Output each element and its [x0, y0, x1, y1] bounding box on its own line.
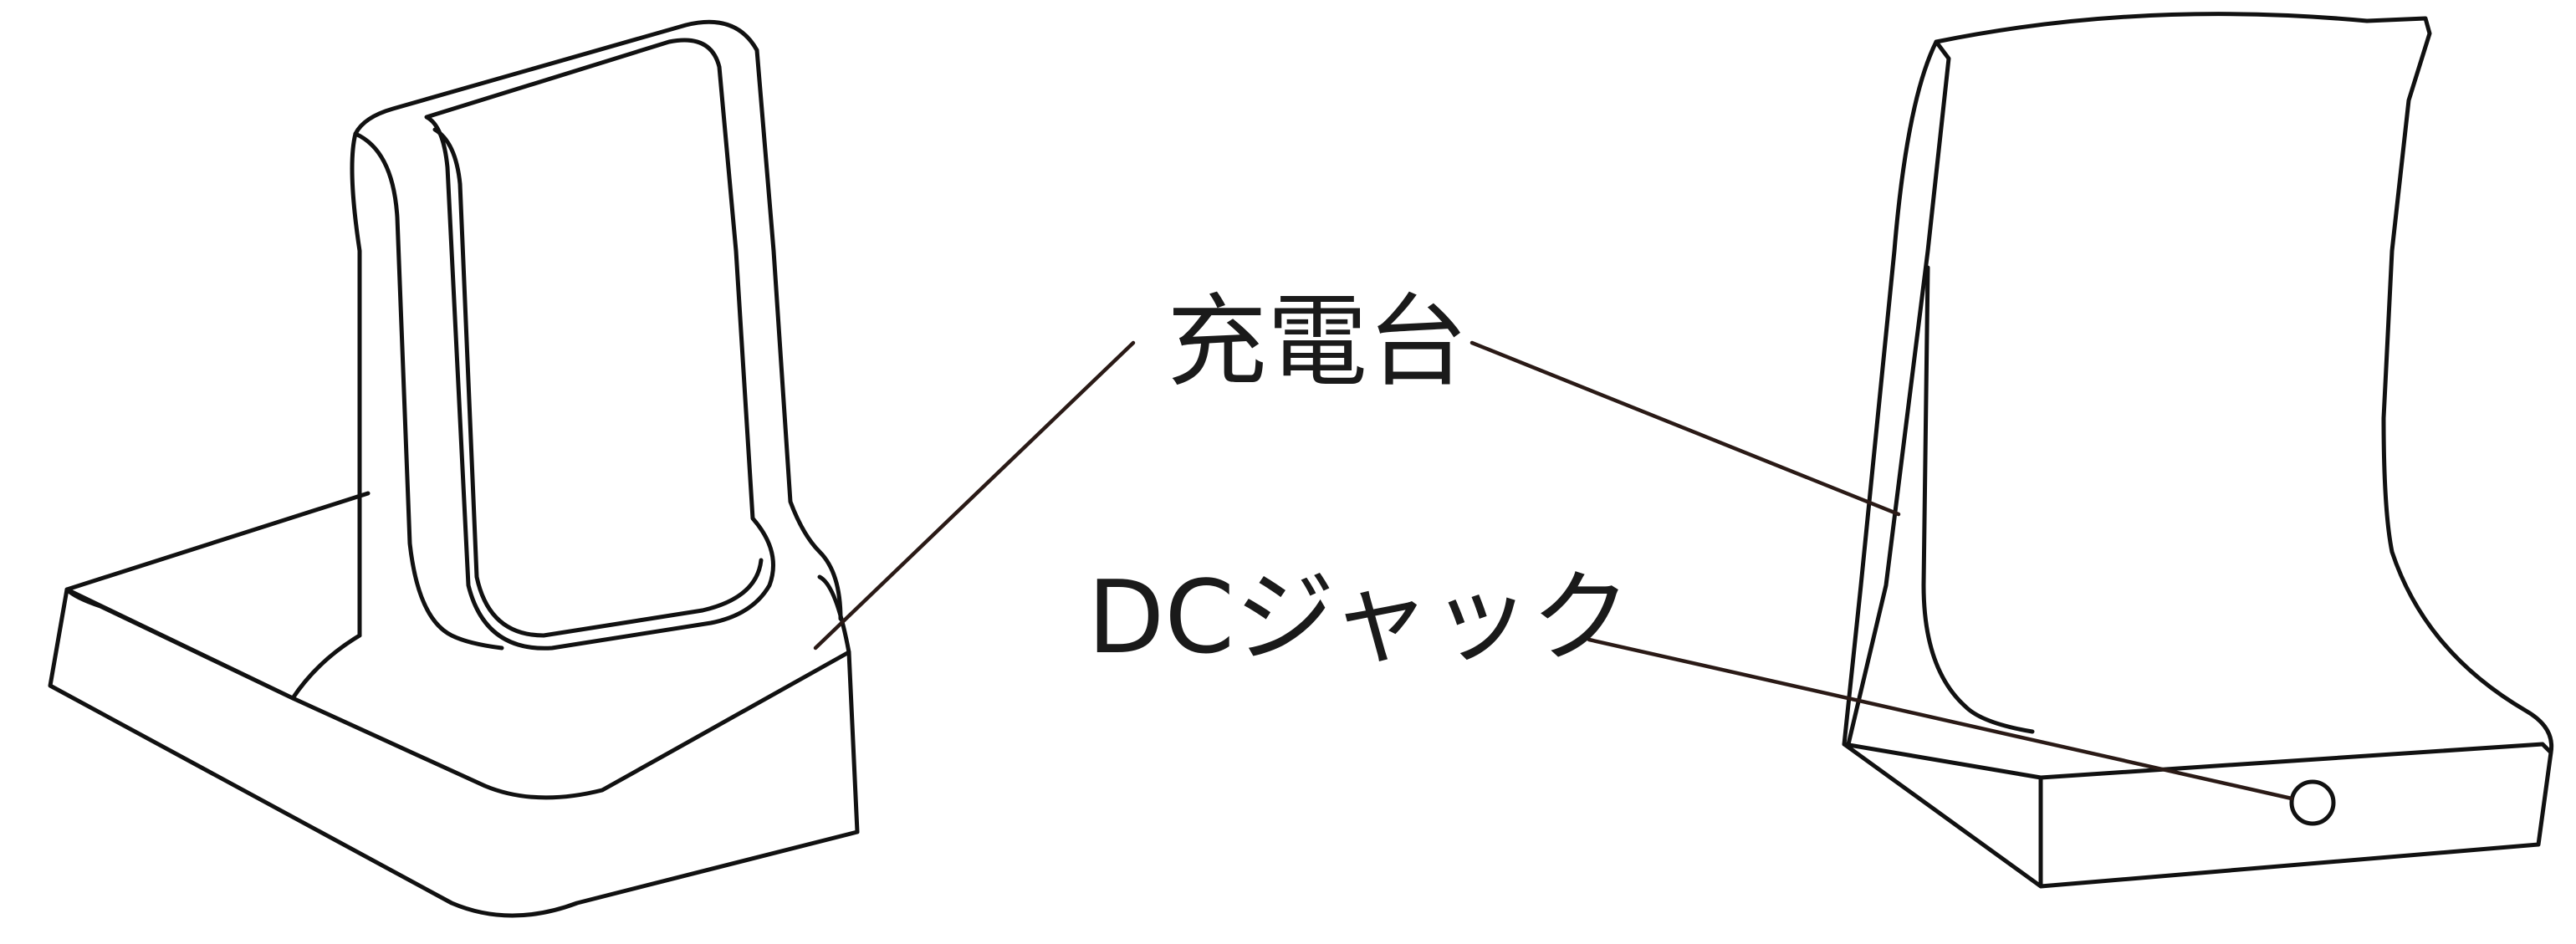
back-panel-lower-curve — [1921, 265, 2035, 734]
callouts: 充電台 DCジャック — [813, 284, 2294, 801]
dc-jack-port — [2289, 779, 2336, 826]
leader-charger-right — [1469, 340, 1901, 517]
front-base-rim — [64, 587, 851, 800]
front-phone-recess — [424, 38, 775, 651]
front-base-outline — [48, 491, 860, 918]
leader-dc-jack — [1587, 637, 2294, 801]
label-dc-jack: DCジャック — [1087, 560, 1631, 676]
front-stand-body — [350, 19, 843, 638]
leader-charger-left — [813, 340, 1136, 651]
label-charger: 充電台 — [1167, 284, 1468, 401]
back-panel-outline — [1934, 12, 2554, 755]
charger-back-view — [1842, 12, 2554, 889]
front-stand-thickness — [353, 131, 504, 651]
back-base-outline — [1842, 742, 2553, 889]
back-panel-left-edge — [1842, 39, 1951, 747]
front-phone-recess-inner — [432, 127, 764, 638]
charger-front-view — [48, 19, 860, 918]
